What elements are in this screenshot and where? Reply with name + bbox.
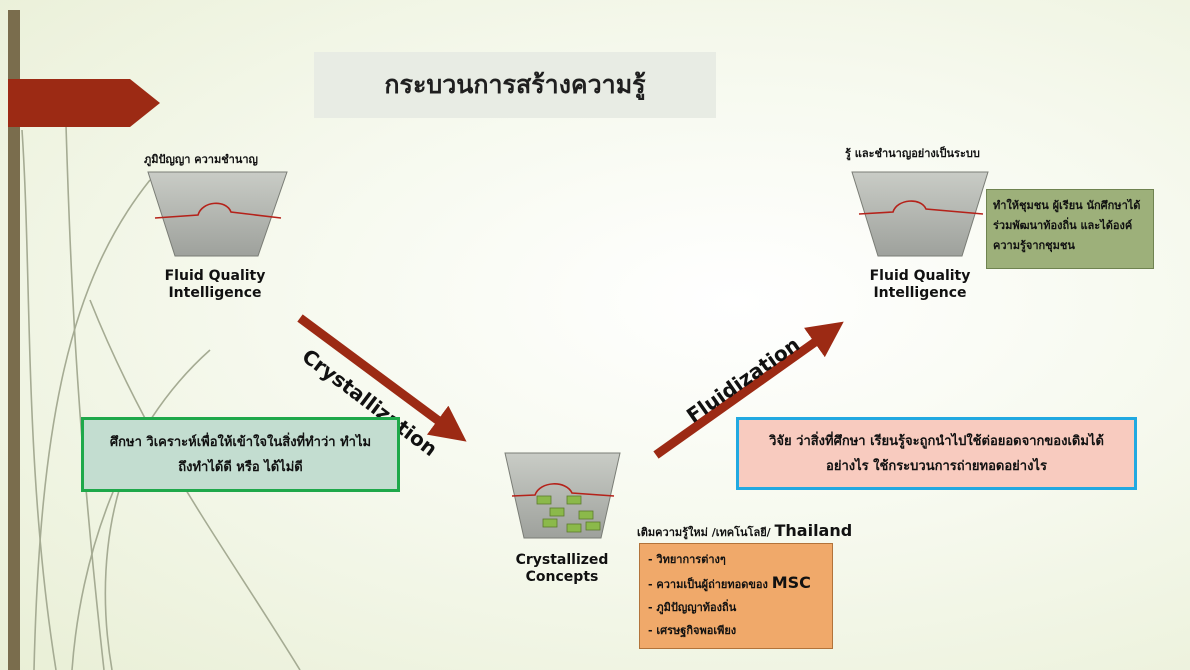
topics-item: - เศรษฐกิจพอเพียง (648, 624, 737, 637)
right-trapezoid (851, 171, 989, 257)
page-title: กระบวนการสร้างความรู้ (384, 70, 646, 99)
center-node-name: Crystallized Concepts (497, 552, 627, 586)
left-top-label: ภูมิปัญญา ความชำนาญ (144, 153, 258, 166)
topics-item-text: - ความเป็นผู้ถ่ายทอดของ (648, 578, 772, 591)
right-note-line: ทำให้ชุมชน ผู้เรียน นักศึกษาได้ (993, 199, 1141, 212)
research-line: วิจัย ว่าสิ่งที่ศึกษา เรียนรู้จะถูกนำไปใ… (769, 434, 1104, 449)
right-note-box: ทำให้ชุมชน ผู้เรียน นักศึกษาได้ ร่วมพัฒน… (986, 189, 1154, 269)
center-caption-text: เติมความรู้ใหม่ /เทคโนโลยี/ (637, 526, 775, 539)
fluidization-arrow (653, 321, 844, 459)
topics-item: - ความเป็นผู้ถ่ายทอดของ MSC (648, 571, 824, 596)
concept-blocks (536, 495, 601, 533)
left-trapezoid (147, 171, 288, 257)
msc-label: MSC (771, 573, 811, 592)
red-pennant (8, 79, 160, 127)
left-node-name-line1: Fluid Quality (164, 268, 266, 284)
left-node-name: Fluid Quality Intelligence (140, 268, 290, 302)
research-line: อย่างไร ใช้กระบวนการถ่ายทอดอย่างไร (826, 459, 1047, 474)
topics-item: - ภูมิปัญญาท้องถิ่น (648, 601, 737, 614)
decorative-curves (21, 124, 301, 670)
crystallization-arrow (297, 314, 467, 442)
right-node-name-line2: Intelligence (873, 285, 967, 301)
right-top-label: รู้ และชำนาญอย่างเป็นระบบ (845, 147, 980, 160)
center-trapezoid (504, 452, 621, 539)
left-node-name-line2: Intelligence (168, 285, 262, 301)
center-node-name-line2: Concepts (525, 569, 599, 585)
topics-box: - วิทยาการต่างๆ - ความเป็นผู้ถ่ายทอดของ … (639, 543, 833, 649)
analysis-line: ศึกษา วิเคราะห์เพื่อให้เข้าใจในสิ่งที่ทำ… (109, 435, 372, 450)
title-box: กระบวนการสร้างความรู้ (314, 52, 716, 118)
center-caption-bold: Thailand (774, 521, 853, 540)
sidebar-strip (8, 10, 20, 670)
right-note-line: ร่วมพัฒนาท้องถิ่น และได้องค์ (993, 219, 1133, 232)
topics-item: - วิทยาการต่างๆ (648, 553, 726, 566)
research-box: วิจัย ว่าสิ่งที่ศึกษา เรียนรู้จะถูกนำไปใ… (736, 417, 1137, 490)
right-node-name: Fluid Quality Intelligence (845, 268, 995, 302)
right-note-line: ความรู้จากชุมชน (993, 239, 1075, 252)
right-node-name-line1: Fluid Quality (869, 268, 971, 284)
analysis-box: ศึกษา วิเคราะห์เพื่อให้เข้าใจในสิ่งที่ทำ… (81, 417, 400, 492)
center-node-name-line1: Crystallized (515, 552, 609, 568)
analysis-line: ถึงทำได้ดี หรือ ได้ไม่ดี (178, 460, 303, 475)
center-caption: เติมความรู้ใหม่ /เทคโนโลยี/ Thailand (637, 521, 852, 541)
